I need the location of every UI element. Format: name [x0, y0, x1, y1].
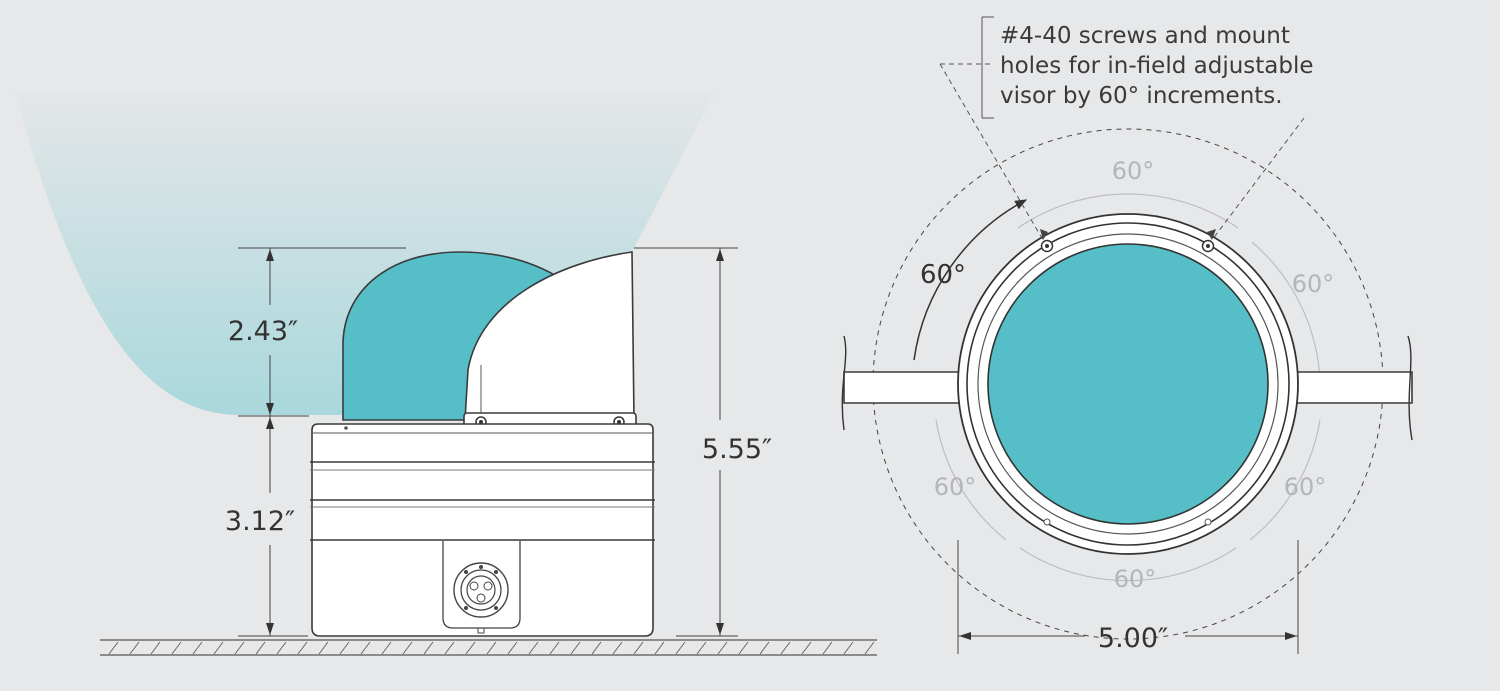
hatch-mark [381, 641, 392, 655]
hatch-mark [423, 641, 434, 655]
hatch-mark [486, 641, 497, 655]
hatch-mark [717, 641, 728, 655]
hatch-mark [276, 641, 287, 655]
dim-width-label: 5.00″ [1098, 623, 1168, 654]
hatch-mark [402, 641, 413, 655]
angle-label-top: 60° [1112, 157, 1155, 185]
hatch-mark [612, 641, 623, 655]
hatch-mark [864, 641, 875, 655]
hatch-mark [465, 641, 476, 655]
mount-hole-icon [1204, 518, 1212, 526]
hatch-mark [633, 641, 644, 655]
ground-surface [100, 639, 877, 656]
hatch-mark [318, 641, 329, 655]
hatch-mark [654, 641, 665, 655]
note-line-1: #4-40 screws and mount [1000, 23, 1290, 49]
lens-window [987, 243, 1269, 525]
dim-total-label: 5.55″ [702, 434, 772, 465]
hatch-mark [591, 641, 602, 655]
hatch-mark [444, 641, 455, 655]
hatch-mark [696, 641, 707, 655]
mount-hole-icon [1043, 518, 1051, 526]
hatch-mark [549, 641, 560, 655]
hatch-mark [192, 641, 203, 655]
hatch-mark [150, 641, 161, 655]
mounting-arm-right [1280, 335, 1413, 441]
hatch-mark [255, 641, 266, 655]
hatch-mark [360, 641, 371, 655]
hatch-mark [675, 641, 686, 655]
angle-label-left-lower: 60° [934, 473, 977, 501]
hatch-mark [129, 641, 140, 655]
note-leader-lines [939, 16, 1305, 241]
hatch-mark [171, 641, 182, 655]
width-dimension [957, 540, 1299, 654]
hatch-mark [780, 641, 791, 655]
hatch-mark [801, 641, 812, 655]
hatch-mark [759, 641, 770, 655]
hatch-mark [297, 641, 308, 655]
hatch-mark [213, 641, 224, 655]
left-dimension-lines [238, 247, 406, 637]
dim-upper-label: 2.43″ [228, 316, 298, 347]
angle-label-right-lower: 60° [1284, 473, 1327, 501]
note-line-2: holes for in-field adjustable [1000, 53, 1314, 79]
hatch-mark [234, 641, 245, 655]
active-angle-arc [913, 199, 1028, 361]
hatch-mark [339, 641, 350, 655]
total-height-dimension [634, 247, 738, 637]
mounting-arm-left [841, 335, 976, 431]
hatch-mark [738, 641, 749, 655]
hatch-mark [843, 641, 854, 655]
angle-label-active: 60° [920, 260, 966, 290]
hatch-mark [528, 641, 539, 655]
angle-label-right-upper: 60° [1292, 270, 1335, 298]
hatch-mark [570, 641, 581, 655]
visor-shroud [464, 251, 635, 421]
side-view: 2.43″ 3.12″ 5.55″ [15, 92, 877, 656]
connector-port [442, 541, 521, 634]
hatch-mark [822, 641, 833, 655]
housing-body [311, 423, 654, 637]
dim-lower-label: 3.12″ [225, 506, 295, 537]
hatch-mark [507, 641, 518, 655]
top-view: #4-40 screws and mount holes for in-fiel… [841, 16, 1413, 654]
angle-label-bottom: 60° [1114, 565, 1157, 593]
hatch-mark [108, 641, 119, 655]
note-line-3: visor by 60° increments. [1000, 83, 1283, 109]
